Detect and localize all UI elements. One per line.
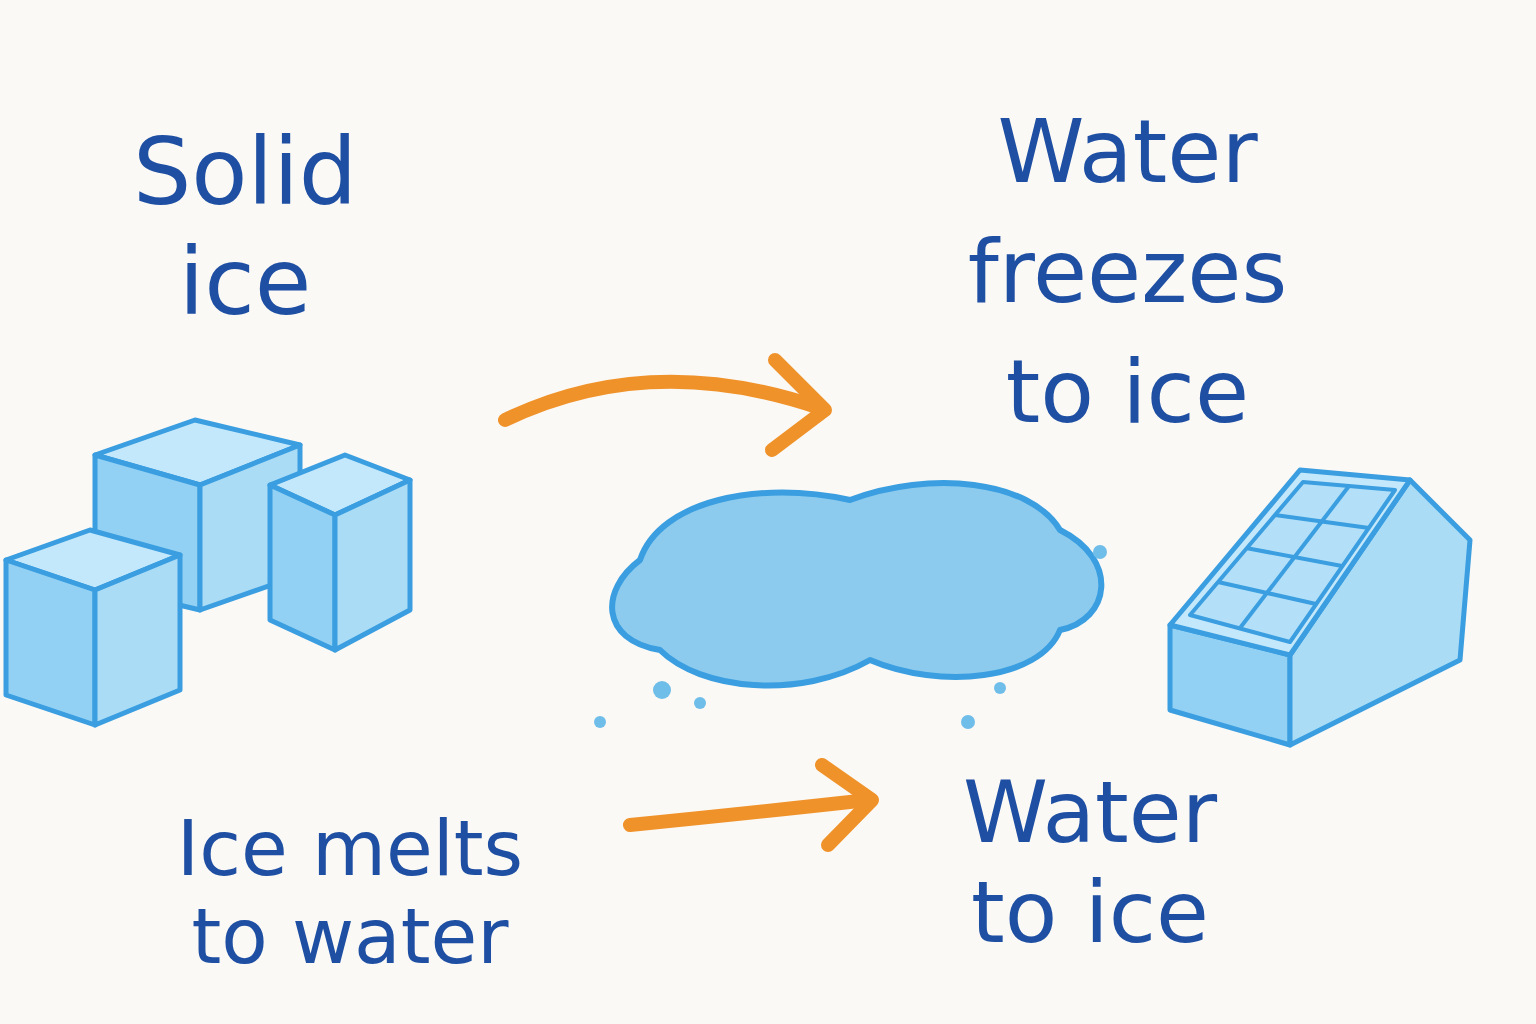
process-arrows	[505, 360, 872, 845]
process-caption: Water to ice	[915, 762, 1265, 962]
water-puddle	[594, 483, 1107, 729]
state-heading: Solid ice	[90, 118, 400, 338]
ice-cubes	[6, 420, 410, 725]
process-heading: Water freezes to ice	[915, 92, 1340, 452]
process-caption: Ice melts to water	[135, 805, 565, 981]
ice-tray	[1170, 470, 1470, 745]
